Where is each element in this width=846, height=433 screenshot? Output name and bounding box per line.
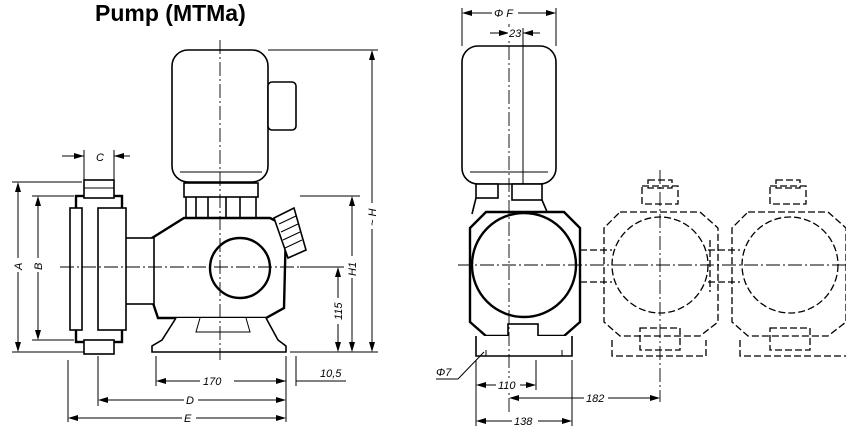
dim-23-label: 23 bbox=[508, 28, 522, 40]
gear-cover-circle bbox=[208, 236, 272, 300]
front-view bbox=[436, 6, 846, 428]
additional-head-2 bbox=[579, 179, 719, 357]
dim-110-label: 110 bbox=[498, 380, 516, 392]
upper-valve bbox=[83, 179, 115, 199]
diagram-title: Pump (MTMa) bbox=[95, 0, 246, 26]
stroke-adjust-knob bbox=[273, 206, 307, 260]
dim-D-label: D bbox=[186, 395, 194, 407]
dim-phi7-label: Φ7 bbox=[436, 367, 452, 379]
dim-E-label: E bbox=[184, 413, 192, 425]
dim-C-label: C bbox=[96, 152, 104, 164]
dim-170-label: 170 bbox=[203, 376, 222, 388]
dim-H1-label: H1 bbox=[347, 262, 359, 276]
side-view bbox=[11, 40, 379, 425]
dim-H-label: ~ H bbox=[367, 209, 379, 226]
shaft-housing bbox=[123, 237, 155, 305]
dim-115-label: 115 bbox=[333, 302, 345, 320]
additional-head-3 bbox=[708, 179, 846, 357]
dim-F-label: Φ F bbox=[494, 8, 514, 20]
dim-138-label: 138 bbox=[514, 416, 533, 428]
pump-base bbox=[151, 317, 287, 353]
front-base bbox=[475, 336, 573, 357]
dim-A-label: A bbox=[13, 263, 25, 271]
dim-182-label: 182 bbox=[586, 393, 604, 405]
lower-valve bbox=[83, 339, 115, 355]
dim-B-label: B bbox=[33, 263, 45, 270]
motor-terminal-box bbox=[267, 81, 297, 131]
coupling bbox=[183, 182, 259, 198]
dim-10-5-label: 10,5 bbox=[320, 368, 342, 380]
